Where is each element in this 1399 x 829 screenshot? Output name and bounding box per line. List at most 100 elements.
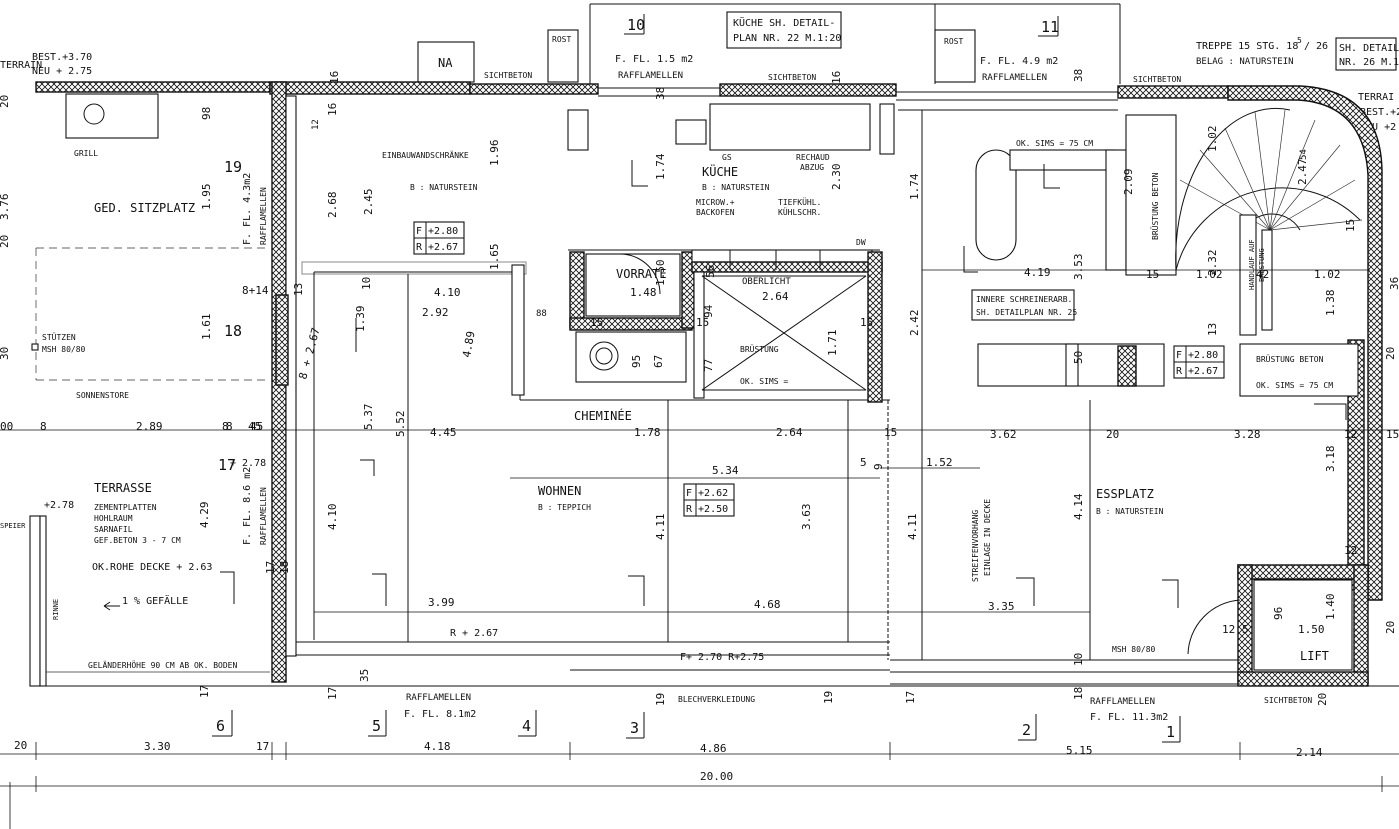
ffl-113: F. FL. 11.3m2	[1090, 712, 1168, 723]
rafflamellen-2: RAFFLAMELLEN	[982, 73, 1047, 83]
dw-label: DW	[856, 238, 866, 247]
dim-mid-6: 2.64	[776, 426, 803, 439]
dim-bottom-418: 4.18	[424, 740, 451, 753]
dim-misc-36: 1.38	[1324, 290, 1337, 317]
dim-misc-87: 17	[264, 561, 277, 574]
dim-misc-70: 17	[198, 685, 211, 698]
dim-misc-3: 1.39	[354, 306, 367, 333]
essplatz-label: ESSPLATZ	[1096, 487, 1154, 501]
stair-label: TREPPE 15 STG. 18	[1196, 41, 1298, 52]
rechaud-label: RECHAUD	[796, 153, 830, 162]
dim-misc-40: 1.50	[654, 260, 667, 287]
dim-mid-12: 15	[1386, 428, 1399, 441]
vorrate-value: 1.48	[630, 286, 657, 299]
bruestung-label: BRÜSTUNG	[740, 344, 779, 354]
terrasse-detail-4: GEF.BETON 3 - 7 CM	[94, 536, 181, 545]
terrasse-detail-3: SARNAFIL	[94, 525, 133, 534]
dim-mid-4: 45	[248, 420, 261, 433]
dim-misc-77: 10	[1072, 653, 1085, 666]
dim-misc-82: 12	[1344, 544, 1357, 557]
dim-misc-73: 19	[654, 693, 667, 706]
dim-misc-1: 2.92	[422, 306, 449, 319]
dim-misc-18: 1.74	[654, 153, 667, 180]
axis-18: 18	[224, 322, 242, 340]
axis-17: 17	[218, 456, 236, 474]
dim-mid-2: 2.89	[136, 420, 163, 433]
dim-misc-30: 1.02	[1206, 126, 1219, 153]
title-block-stair: TREPPE 15 STG. 18 5 / 26 BELAG : NATURST…	[1196, 36, 1399, 71]
rafflamellen-v1: RAFFLAMELLEN	[259, 187, 268, 245]
terrasse-label: TERRASSE	[94, 481, 152, 495]
dim-mid-15: 1.52	[926, 456, 953, 469]
dim-misc-75: 17	[904, 691, 917, 704]
gefaelle-label: 1 % GEFÄLLE	[122, 594, 188, 607]
dim-misc-21: 2.68	[326, 192, 339, 219]
einbau-belag: B : NATURSTEIN	[410, 183, 478, 192]
terrasse-detail-1: ZEMENTPLATTEN	[94, 503, 157, 512]
best-level: BEST.+3.70	[32, 52, 92, 63]
r-250: R +2.50	[686, 504, 728, 515]
streifen-label-2: EINLAGE IN DECKE	[983, 499, 992, 576]
ok-sims-label: OK. SIMS =	[740, 377, 788, 386]
ok-sims-75: OK. SIMS = 75 CM	[1016, 139, 1093, 148]
dim-misc-39: 2.42	[908, 310, 921, 337]
dim-misc-84: 16	[326, 103, 339, 116]
detailplan-label-2: NR. 26 M.1	[1339, 57, 1399, 68]
axis-1: 1	[1166, 723, 1175, 741]
f-262: F +2.62	[686, 488, 728, 499]
plus-278-b: + 2.78	[230, 458, 266, 469]
sitzplatz-label: GED. SITZPLATZ	[94, 201, 195, 215]
dim-bottom-total: 20.00	[700, 770, 733, 783]
dim-misc-15: 4.68	[754, 598, 781, 611]
lift-label: LIFT	[1300, 649, 1329, 663]
dim-mid-7: 15	[884, 426, 897, 439]
dim-misc-71: 35	[358, 669, 371, 682]
rinne-label: RINNE	[52, 599, 60, 620]
dim-misc-79: 8	[226, 420, 233, 433]
dim-misc-32: 4.19	[1024, 266, 1051, 279]
stair-sup: 5	[1297, 36, 1302, 45]
dim-misc-8: 3.63	[800, 504, 813, 531]
spiral-staircase	[1175, 107, 1363, 336]
axis-10: 10	[627, 16, 645, 34]
wohnen-label: WOHNEN	[538, 484, 581, 498]
dim-mid-9: 20	[1106, 428, 1119, 441]
title-block-kitchen: KÜCHE SH. DETAIL- PLAN NR. 22 M.1:20	[726, 11, 842, 49]
dim-mid-1: 8	[40, 420, 47, 433]
r-267-a: R +2.67	[416, 242, 458, 253]
dim-bottom-515: 5.15	[1066, 744, 1093, 757]
f-floor: F+ 2.70 R+2.75	[680, 652, 764, 663]
dim-misc-89: 13	[292, 283, 305, 296]
bruestung-beton: BRÜSTUNG BETON	[1256, 354, 1324, 364]
dim-misc-88: 18	[278, 561, 291, 574]
dim-misc-13: 4.10	[326, 504, 339, 531]
wohnen-belag: B : TEPPICH	[538, 503, 591, 512]
dim-bottom-214: 2.14	[1296, 746, 1323, 759]
kueche-belag: B : NATURSTEIN	[702, 183, 770, 192]
dim-misc-61: 8 + 2.67	[296, 326, 322, 381]
dim-misc-27: 3.53	[1072, 254, 1085, 281]
grill-label: GRILL	[74, 149, 98, 158]
dim-misc-54: 50	[1072, 351, 1085, 364]
dim-misc-72: 17	[326, 687, 339, 700]
na-label: NA	[438, 56, 453, 70]
detailplan-label: SH. DETAILPL	[1339, 43, 1399, 54]
dim-misc-38: 1.71	[826, 330, 839, 357]
dim-mid-3: 8	[222, 420, 229, 433]
neu-right: NEU +2	[1360, 122, 1396, 133]
dim-misc-58: 5	[1242, 623, 1249, 636]
axis-3: 3	[630, 719, 639, 737]
dim-misc-28: 2.09	[1122, 169, 1135, 196]
dim-bottom-20: 20	[14, 739, 27, 752]
rost-label-a: ROST	[552, 35, 571, 44]
handlauf-label-2: BRÜSTUNG	[1257, 248, 1266, 282]
dim-bottom-17: 17	[256, 740, 269, 753]
best-right: BEST.+2	[1360, 107, 1399, 118]
ffl-43: F. FL. 4.3m2	[242, 173, 253, 245]
dim-misc-33: 1.02	[1196, 268, 1223, 281]
dim-misc-34: 42	[1256, 268, 1269, 281]
plus-278: +2.78	[44, 500, 74, 511]
bruestung-beton-v: BRÜSTUNG BETON	[1150, 172, 1160, 240]
kitchen-detail-label-2: PLAN NR. 22 M.1:20	[733, 33, 841, 44]
